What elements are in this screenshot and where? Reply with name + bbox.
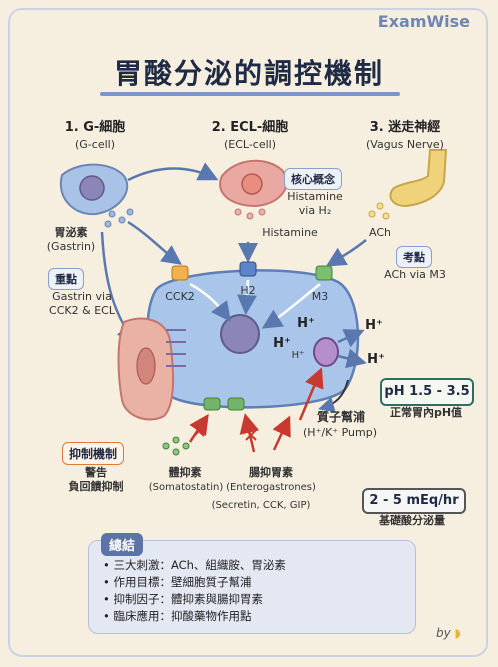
hplus-inside-2: H⁺ [273, 336, 291, 351]
summary-list: 三大刺激：ACh、組織胺、胃泌素 作用目標：壁細胞質子幫浦 抑制因子：體抑素與腸… [103, 557, 286, 625]
source-ecl-sub: (ECL-cell) [223, 138, 277, 151]
basal-note: 基礎酸分泌量 [379, 514, 445, 527]
summary-item: 臨床應用：抑酸藥物作用點 [103, 608, 286, 625]
pump-inhibit-arrow [298, 367, 324, 421]
ach-via-label: ACh via M3 [384, 268, 446, 281]
page-frame [8, 8, 488, 657]
ecl-cell-nucleus [241, 173, 263, 195]
arrow-gastrin-to-cck2 [127, 220, 183, 265]
inhibit-x-marks [193, 425, 257, 441]
somatostatin-granules [162, 436, 190, 456]
enterogastrone-label: 腸抑胃素 [249, 466, 293, 479]
summary-item: 抑制因子：體抑素與腸抑胃素 [103, 591, 286, 608]
vagus-nerve [389, 149, 448, 208]
summary-item: 三大刺激：ACh、組織胺、胃泌素 [103, 557, 285, 574]
summary-box: 總結 三大刺激：ACh、組織胺、胃泌素 作用目標：壁細胞質子幫浦 抑制因子：體抑… [88, 533, 416, 634]
proton-pump [313, 337, 339, 367]
exam-point-tag: 考點 [396, 246, 432, 268]
somatostatin-label: 體抑素 [168, 466, 202, 479]
ph-box: pH 1.5 - 3.5 [380, 378, 474, 406]
gastrin-label: 胃泌素 [54, 226, 88, 239]
gastrin-en-label: (Gastrin) [46, 240, 96, 253]
inhibition-tag: 抑制機制 [62, 442, 125, 465]
somatostatin-en: (Somatostatin) [148, 482, 224, 493]
negative-feedback-label: 負回饋抑制 [68, 480, 124, 493]
hplus-outside-1: H⁺ [365, 318, 383, 333]
basal-rate-box: 2 - 5 mEq/hr [362, 488, 466, 514]
m3-label: M3 [311, 290, 329, 303]
banana-icon: ◗ [454, 626, 461, 640]
gastrin-via-line1: Gastrin via [52, 290, 112, 303]
enterogastrone-examples: (Secretin, CCK, GIP) [211, 500, 311, 511]
enterogastrone-receptor [227, 397, 245, 411]
proton-pump-en: (H⁺/K⁺ Pump) [303, 426, 377, 439]
source-gcell-heading: 1. G-細胞 [64, 120, 126, 135]
arrow-gcell-to-ecl [127, 162, 219, 182]
h-out-arrow-2 [337, 348, 367, 369]
adjacent-nucleus [136, 347, 156, 385]
ph-note: 正常胃內pH值 [389, 406, 463, 419]
arrow-ach-to-m3 [325, 239, 367, 267]
source-vagus-heading: 3. 迷走神經 [369, 120, 441, 135]
cck2-label: CCK2 [165, 290, 195, 303]
page-title: 胃酸分泌的調控機制 [113, 57, 384, 90]
by-signature: by ◗ [436, 626, 461, 640]
tight-junctions [166, 329, 186, 367]
core-concept-tag: 核心概念 [284, 168, 342, 190]
warning-label: 警告 [85, 466, 107, 479]
brand-logo: ExamWise [377, 12, 470, 31]
source-vagus-sub: (Vagus Nerve) [366, 138, 444, 151]
histamine-granules [234, 208, 266, 220]
h2-label: H2 [240, 284, 256, 297]
summary-item: 作用目標：壁細胞質子幫浦 [103, 574, 286, 591]
parietal-nucleus [220, 314, 260, 354]
source-gcell-sub: (G-cell) [74, 138, 115, 151]
enterogastrone-inhibit-arrow-2 [272, 415, 291, 451]
histamine-label: Histamine [262, 226, 318, 239]
h-out-arrow-1 [337, 329, 365, 348]
pump-pointer [318, 379, 349, 413]
key-point-tag: 重點 [48, 268, 84, 290]
by-text: by [436, 626, 451, 640]
somatostatin-receptor [203, 397, 221, 411]
cck2-receptor [171, 265, 189, 281]
summary-title: 總結 [101, 533, 144, 556]
hplus-inside-1: H⁺ [297, 316, 315, 331]
h2-receptor [239, 261, 257, 277]
proton-pump-label: 質子幫浦 [316, 410, 365, 424]
hplus-outside-2: H⁺ [367, 352, 385, 367]
ach-granules [368, 202, 390, 220]
m3-receptor [315, 265, 333, 281]
g-cell-nucleus [79, 175, 105, 201]
source-ecl-heading: 2. ECL-細胞 [211, 120, 289, 135]
histamine-via-line2: via H₂ [298, 204, 332, 217]
enterogastrone-en: (Enterogastrones) [226, 482, 316, 493]
hplus-inside-3: H⁺ [291, 350, 305, 361]
histamine-via-line1: Histamine [287, 190, 343, 203]
ach-label: ACh [369, 226, 391, 239]
gastrin-granules [104, 208, 134, 228]
title-underline [100, 92, 400, 96]
gastrin-via-line2: CCK2 & ECL [49, 304, 115, 317]
